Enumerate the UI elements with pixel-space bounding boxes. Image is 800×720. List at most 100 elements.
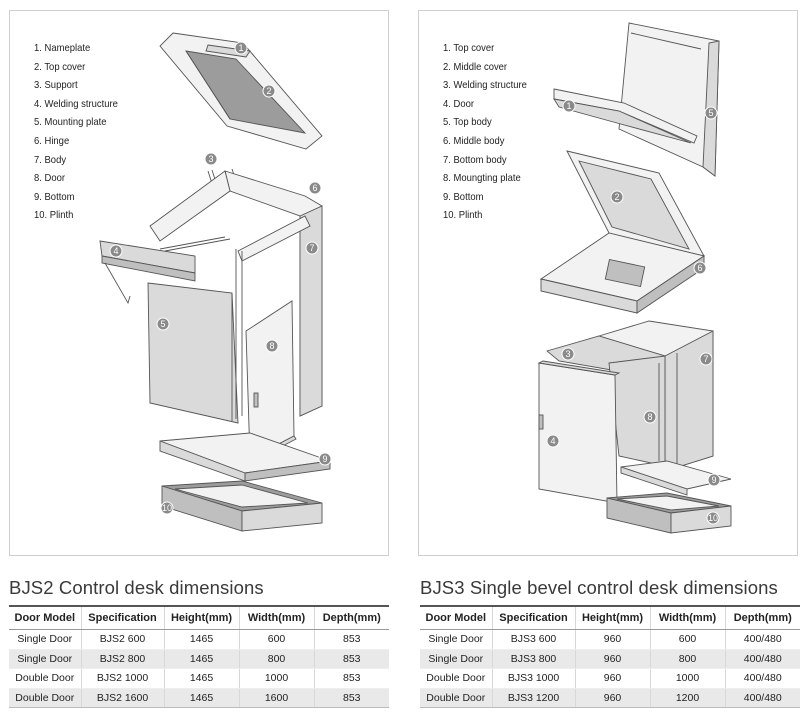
parts-list-item: 4. Door (443, 97, 474, 110)
bjs2-plinth-shape (161, 480, 323, 532)
bjs3-dimensions-table: Door Model Specification Height(mm) Widt… (420, 605, 800, 708)
callout-8: 8 (643, 410, 657, 424)
svg-text:6: 6 (312, 183, 317, 193)
column-header: Depth(mm) (724, 605, 800, 630)
bjs3-top-cover-shape (553, 88, 698, 144)
table-cell: 960 (574, 649, 650, 669)
table-cell: BJS2 1600 (80, 688, 164, 708)
svg-text:1: 1 (238, 43, 243, 53)
table-cell: 960 (574, 668, 650, 689)
column-header: Specification (491, 605, 575, 630)
parts-list-item: 5. Mounting plate (34, 116, 107, 129)
table-row: Double Door BJS2 1000 1465 1000 853 (9, 668, 389, 689)
bjs3-section-title: BJS3 Single bevel control desk dimension… (420, 577, 778, 598)
column-header: Width(mm) (238, 605, 314, 630)
table-cell: BJS2 1000 (80, 668, 164, 689)
svg-text:3: 3 (565, 349, 570, 359)
column-header: Depth(mm) (313, 605, 389, 630)
column-header: Door Model (9, 605, 81, 630)
parts-list-item: 9. Bottom (34, 190, 75, 203)
bjs2-mounting-plate-shape (147, 249, 243, 424)
parts-list-item: 2. Middle cover (443, 60, 508, 73)
table-cell: Double Door (9, 688, 81, 708)
table-row: Single Door BJS2 800 1465 800 853 (9, 649, 389, 669)
svg-text:2: 2 (614, 192, 619, 202)
table-header-row: Door Model Specification Height(mm) Widt… (420, 605, 800, 630)
column-header: Door Model (420, 605, 492, 630)
parts-list-item: 2. Top cover (34, 60, 86, 73)
parts-list-item: 8. Door (34, 172, 65, 185)
callout-4: 4 (109, 244, 123, 258)
table-cell: 600 (649, 629, 725, 650)
table-cell: Double Door (420, 668, 492, 689)
table-cell: 400/480 (724, 668, 800, 689)
table-cell: 853 (313, 688, 389, 708)
bjs2-welding-structure-shape (99, 236, 231, 305)
bjs3-plinth-shape (606, 492, 732, 534)
callout-8: 8 (265, 339, 279, 353)
callout-5: 5 (156, 317, 170, 331)
bjs3-exploded-illustration: 1 2 3 4 5 6 7 8 9 10 (537, 22, 732, 534)
svg-text:1: 1 (566, 101, 571, 111)
parts-list-item: 5. Top body (443, 116, 492, 129)
table-row: Single Door BJS3 800 960 800 400/480 (420, 649, 800, 669)
table-cell: BJS3 600 (491, 629, 575, 650)
callout-2: 2 (610, 190, 624, 204)
callout-7: 7 (699, 352, 713, 366)
callout-5: 5 (704, 106, 718, 120)
bjs3-middle-cover-shape (566, 150, 705, 257)
bjs2-exploded-diagram-panel: 1. Nameplate 2. Top cover 3. Support 4. … (9, 10, 389, 556)
table-cell: BJS3 1200 (491, 688, 575, 708)
svg-text:7: 7 (309, 243, 314, 253)
table-cell: Single Door (9, 629, 81, 650)
svg-text:2: 2 (266, 86, 271, 96)
table-cell: 1465 (163, 688, 239, 708)
table-cell: BJS2 600 (80, 629, 164, 650)
table-cell: 960 (574, 688, 650, 708)
bjs3-exploded-diagram-panel: 1. Top cover 2. Middle cover 3. Welding … (418, 10, 798, 556)
callout-1: 1 (234, 41, 248, 55)
column-header: Height(mm) (163, 605, 239, 630)
svg-text:9: 9 (322, 454, 327, 464)
svg-text:9: 9 (711, 475, 716, 485)
callout-6: 6 (693, 261, 707, 275)
callout-10: 10 (706, 511, 720, 525)
bjs3-middle-body-shape (539, 232, 706, 314)
bjs2-dimensions-table: Door Model Specification Height(mm) Widt… (9, 605, 389, 708)
table-cell: Double Door (9, 668, 81, 689)
table-cell: 800 (649, 649, 725, 669)
table-cell: Single Door (420, 649, 492, 669)
parts-list-item: 10. Plinth (34, 209, 74, 222)
table-cell: 400/480 (724, 688, 800, 708)
parts-list-item: 4. Welding structure (34, 97, 118, 110)
table-cell: 853 (313, 649, 389, 669)
svg-text:3: 3 (208, 154, 213, 164)
table-cell: Single Door (420, 629, 492, 650)
table-cell: 400/480 (724, 629, 800, 650)
parts-list-item: 7. Body (34, 153, 67, 166)
table-row: Single Door BJS2 600 1465 600 853 (9, 629, 389, 650)
table-cell: 1465 (163, 649, 239, 669)
svg-text:8: 8 (647, 412, 652, 422)
parts-list-item: 6. Hinge (34, 134, 70, 147)
svg-text:8: 8 (269, 341, 274, 351)
bjs3-bottom-shape (620, 460, 732, 496)
parts-list-item: 7. Bottom body (443, 153, 507, 166)
svg-text:4: 4 (113, 246, 118, 256)
callout-2: 2 (262, 84, 276, 98)
table-cell: 1465 (163, 668, 239, 689)
table-cell: 1000 (649, 668, 725, 689)
bjs3-top-body-shape (618, 22, 720, 177)
callout-10: 10 (160, 501, 174, 515)
table-row: Single Door BJS3 600 960 600 400/480 (420, 629, 800, 650)
callout-7: 7 (305, 241, 319, 255)
table-row: Double Door BJS2 1600 1465 1600 853 (9, 688, 389, 708)
table-cell: BJS3 1000 (491, 668, 575, 689)
bjs2-body-shape (149, 170, 323, 417)
callout-1: 1 (562, 99, 576, 113)
column-header: Width(mm) (649, 605, 725, 630)
table-cell: 600 (238, 629, 314, 650)
bjs2-section-title: BJS2 Control desk dimensions (9, 577, 264, 598)
table-cell: 1200 (649, 688, 725, 708)
bjs2-parts-list: 1. Nameplate 2. Top cover 3. Support 4. … (34, 39, 118, 225)
